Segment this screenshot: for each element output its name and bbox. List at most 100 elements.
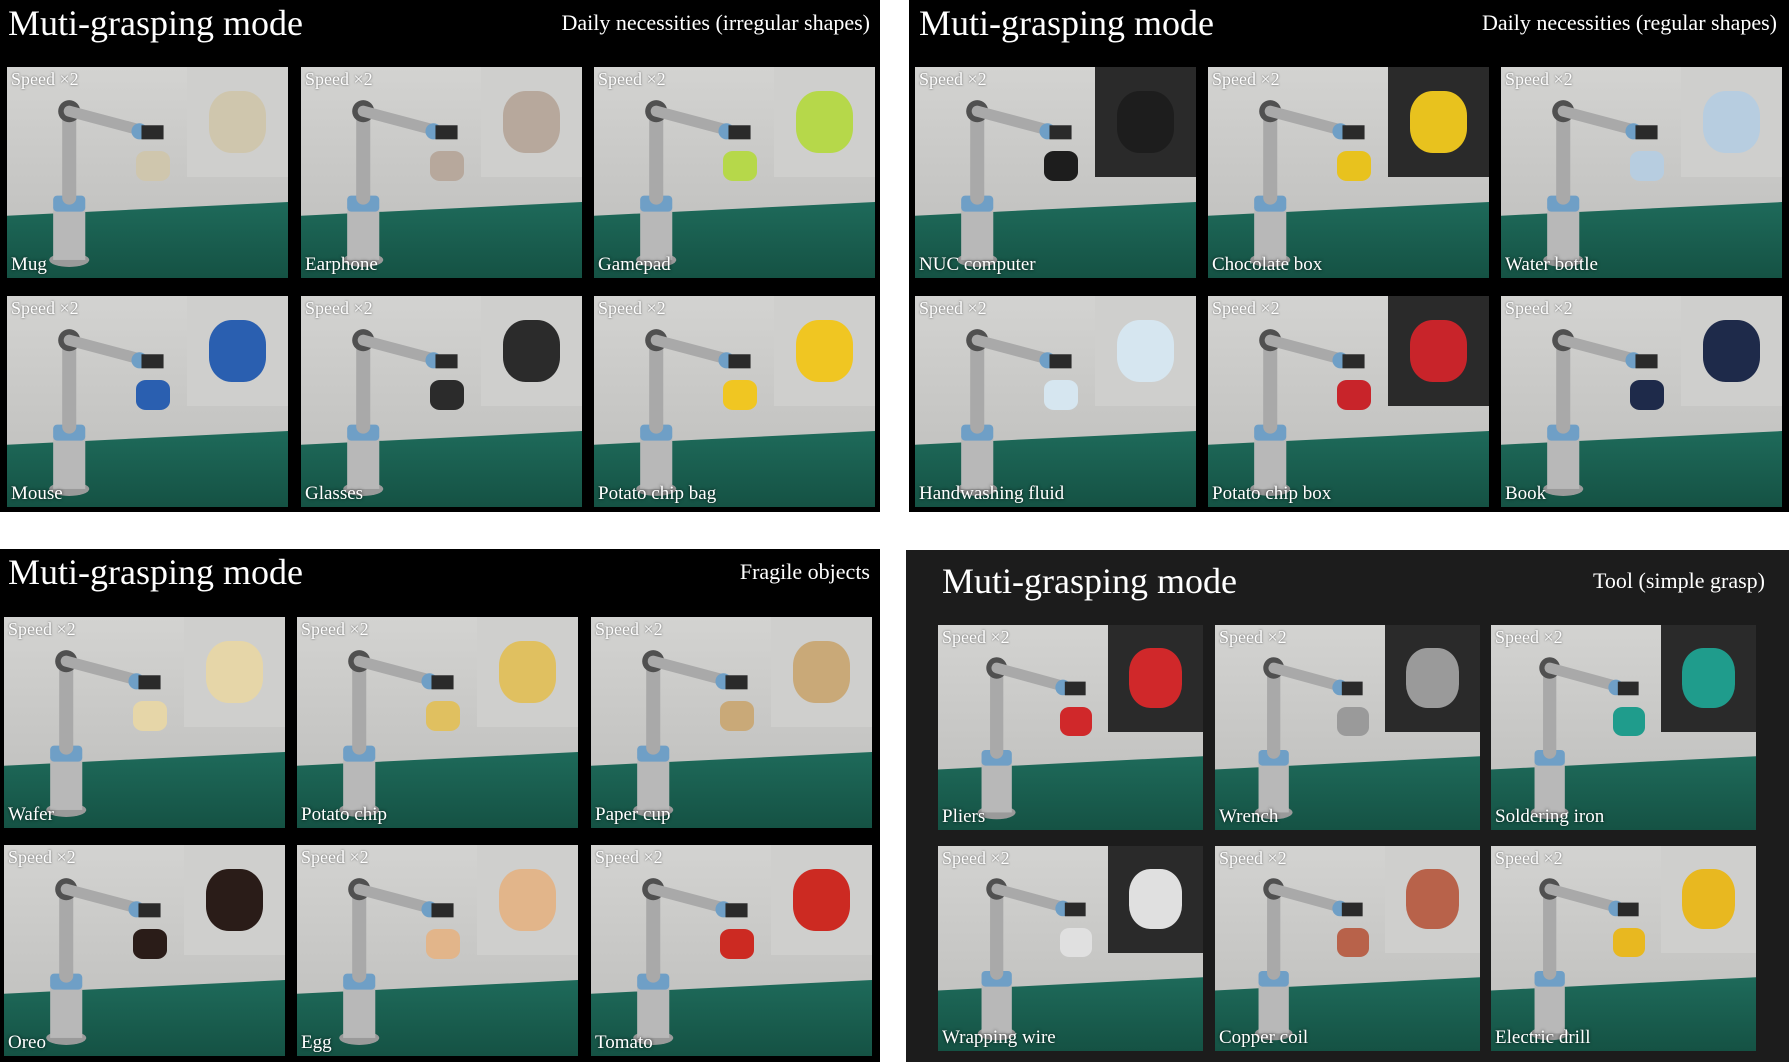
robot-arm (957, 329, 1072, 496)
panel-irregular-shapes: Muti-grasping mode Daily necessities (ir… (0, 0, 880, 512)
gripper-closeup-inset (1094, 67, 1196, 177)
robot-forearm (1557, 334, 1637, 364)
robot-arm (1530, 878, 1639, 1041)
grasped-object-closeup (1681, 648, 1735, 709)
grasped-object (720, 929, 754, 959)
object-label: Egg (301, 1032, 332, 1053)
gripper-closeup-inset (480, 296, 582, 406)
image-tile: Speed ×2 Potato chip (297, 617, 578, 828)
speed-label: Speed ×2 (11, 298, 79, 318)
gripper-closeup-inset (1680, 67, 1782, 177)
speed-label: Speed ×2 (1505, 298, 1573, 318)
grasped-object (1044, 151, 1078, 181)
robot-gripper (1064, 681, 1086, 696)
robot-arm (636, 329, 751, 496)
gripper-closeup-inset (1660, 846, 1756, 953)
gripper-closeup-inset (773, 67, 875, 177)
robot-gripper (725, 675, 748, 690)
gripper-closeup-inset (476, 617, 578, 727)
gripper-closeup-inset (476, 845, 578, 955)
robot-arm (339, 650, 454, 817)
speed-label: Speed ×2 (301, 619, 369, 639)
grasped-object-closeup (793, 641, 850, 703)
robot-arm (339, 878, 454, 1045)
robot-base-column (1258, 982, 1289, 1034)
gripper-closeup-inset (186, 296, 288, 406)
grasped-object (1337, 380, 1371, 410)
speed-label: Speed ×2 (301, 847, 369, 867)
grasped-object (1044, 380, 1078, 410)
object-label: Wrapping wire (942, 1027, 1056, 1048)
object-label: Water bottle (1505, 254, 1598, 275)
grasped-object-closeup (503, 320, 560, 382)
robot-base-column (50, 985, 83, 1038)
speed-label: Speed ×2 (11, 69, 79, 89)
grasped-object-closeup (793, 869, 850, 931)
robot-forearm (647, 655, 727, 685)
robot-base-column (50, 757, 83, 810)
grasped-object (1059, 707, 1092, 736)
robot-gripper (1635, 354, 1658, 369)
robot-forearm (1557, 105, 1637, 135)
grasped-object (430, 151, 464, 181)
speed-label: Speed ×2 (8, 847, 76, 867)
speed-label: Speed ×2 (1219, 627, 1287, 647)
grasped-object (1336, 928, 1369, 957)
grasped-object (723, 151, 757, 181)
robot-forearm (971, 334, 1051, 364)
object-label: Potato chip (301, 804, 388, 825)
grasped-object-closeup (1128, 648, 1182, 709)
robot-arm (343, 100, 458, 267)
grasped-object-closeup (1117, 320, 1174, 382)
robot-base-column (1258, 761, 1289, 813)
robot-forearm (357, 334, 437, 364)
panel-subtitle: Tool (simple grasp) (1593, 568, 1765, 593)
image-tile: Speed ×2 Mug (7, 67, 288, 278)
speed-label: Speed ×2 (8, 619, 76, 639)
robot-arm (49, 329, 164, 496)
speed-label: Speed ×2 (1212, 298, 1280, 318)
speed-label: Speed ×2 (1495, 627, 1563, 647)
object-label: Tomato (595, 1032, 653, 1053)
robot-arm (957, 100, 1072, 267)
object-label: Earphone (305, 254, 378, 275)
robot-forearm (353, 883, 433, 913)
object-label: Mug (11, 254, 47, 275)
robot-forearm (647, 883, 727, 913)
object-label: Gamepad (598, 254, 671, 275)
gripper-closeup-inset (773, 296, 875, 406)
image-tile: Speed ×2 Book (1501, 296, 1782, 507)
object-label: Book (1505, 483, 1547, 504)
robot-arm (1254, 657, 1363, 820)
robot-base-column (981, 761, 1012, 813)
robot-arm (46, 878, 161, 1045)
robot-forearm (60, 655, 140, 685)
grasped-object-closeup (1117, 91, 1174, 153)
robot-forearm (357, 105, 437, 135)
object-label: Chocolate box (1212, 254, 1323, 275)
speed-label: Speed ×2 (919, 298, 987, 318)
robot-base-column (343, 985, 376, 1038)
robot-gripper (141, 125, 164, 140)
robot-gripper (725, 903, 748, 918)
grasped-object (133, 701, 167, 731)
grasped-object (426, 701, 460, 731)
robot-base-column (53, 207, 86, 260)
grasped-object-closeup (796, 320, 853, 382)
panel-tools: Muti-grasping mode Tool (simple grasp) S… (906, 550, 1789, 1062)
grasped-object (426, 929, 460, 959)
object-label: NUC computer (919, 254, 1036, 275)
robot-gripper (1049, 125, 1072, 140)
robot-gripper (728, 354, 751, 369)
panel-regular-shapes: Muti-grasping mode Daily necessities (re… (909, 0, 1789, 512)
robot-base-column (347, 436, 380, 489)
robot-arm (1254, 878, 1363, 1041)
gripper-closeup-inset (1094, 296, 1196, 406)
robot-base-column (343, 757, 376, 810)
